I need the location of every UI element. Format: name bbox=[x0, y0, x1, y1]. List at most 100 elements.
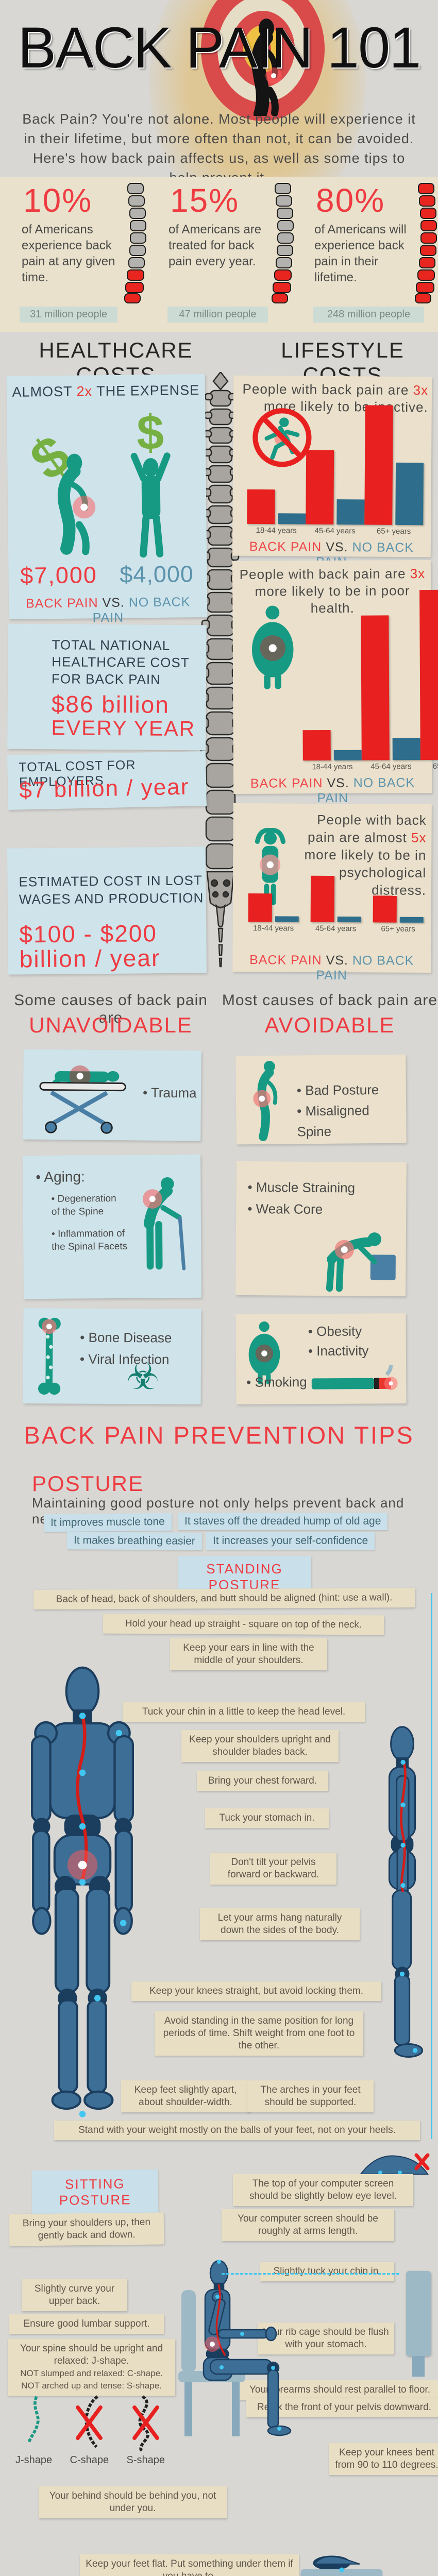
chart-category-label: 65+ years bbox=[432, 761, 438, 771]
unavoidable-heading: UNAVOIDABLE bbox=[29, 1013, 193, 1037]
bone-icon bbox=[38, 1317, 61, 1395]
lifestyle-causes-card: • Obesity • Inactivity • Smoking bbox=[235, 1313, 407, 1404]
posture-heading: POSTURE bbox=[32, 1471, 144, 1496]
cause-misaligned-spine: • Misaligned Spine bbox=[297, 1103, 369, 1140]
no-back-pain-amount: $4,000 bbox=[119, 561, 194, 588]
bar-back-pain bbox=[302, 730, 331, 761]
muscle-strain-card: • Muscle Straining • Weak Core bbox=[235, 1161, 407, 1297]
stats-band bbox=[0, 177, 438, 332]
cause-aging: • Aging: bbox=[36, 1168, 85, 1185]
c-shape-column: C-shape bbox=[70, 2393, 109, 2466]
bar-back-pain bbox=[419, 589, 438, 760]
dollar-figures-illustration: $ $ bbox=[19, 405, 171, 558]
bar-no-back-pain bbox=[333, 750, 362, 760]
hunched-person-icon bbox=[251, 19, 282, 116]
page-title: BACK PAIN 101 bbox=[18, 15, 421, 80]
sitting-tip: Your behind should be behind you, not un… bbox=[39, 2486, 227, 2518]
cause-trauma: • Trauma bbox=[142, 1084, 197, 1101]
spine-icon-gray bbox=[272, 183, 294, 303]
spine-shape-s-text: NOT arched up and tense: S-shape. bbox=[21, 2381, 162, 2391]
stat-count-badge: 47 million people bbox=[167, 307, 268, 323]
standing-tip: Hold your head up straight - square on t… bbox=[103, 1614, 384, 1635]
elderly-person-icon bbox=[142, 1177, 186, 1270]
spine-icon-gray bbox=[124, 183, 146, 303]
poor-health-panel: People with back pain are 3x more likely… bbox=[232, 560, 438, 805]
intro-paragraph: Back Pain? You're not alone. Most people… bbox=[22, 111, 416, 185]
vs-legend: BACK PAIN VS. NO BACK PAIN bbox=[249, 953, 414, 983]
bar-back-pain bbox=[364, 405, 393, 525]
aging-card: • Aging: • Degeneration of the Spine • I… bbox=[23, 1154, 201, 1299]
sitting-mannequin bbox=[178, 2260, 292, 2436]
prevention-title: BACK PAIN PREVENTION TIPS bbox=[24, 1421, 414, 1449]
chart-group: 18-44 years bbox=[248, 875, 299, 933]
cause-weak-core: • Weak Core bbox=[247, 1201, 323, 1217]
standing-tip: The arches in your feet should be suppor… bbox=[247, 2080, 374, 2112]
distress-panel: People with back pain are almost 5x more… bbox=[232, 803, 432, 982]
standing-tip: Tuck your stomach in. bbox=[205, 1808, 329, 1828]
expense-headline: ALMOST 2x THE EXPENSE bbox=[12, 382, 200, 400]
bar-no-back-pain bbox=[399, 917, 424, 923]
sitting-tip: Your rib cage should be flush with your … bbox=[258, 2323, 394, 2354]
sitting-tip: Keep your knees bent from 90 to 110 degr… bbox=[329, 2443, 438, 2475]
standing-tip: Let your arms hang naturally down the si… bbox=[200, 1908, 360, 1940]
bar-no-back-pain bbox=[337, 917, 361, 923]
j-shape-column: J-shape bbox=[15, 2393, 52, 2466]
bar-no-back-pain bbox=[336, 499, 365, 525]
foot-arch-icon bbox=[359, 2153, 430, 2175]
national-cost-period: EVERY YEAR bbox=[51, 716, 196, 741]
sitting-tip: Your computer screen should be roughly a… bbox=[222, 2209, 394, 2241]
standing-tip: Keep your shoulders upright and shoulder… bbox=[181, 1730, 339, 1762]
cause-aging-sub1: • Degeneration of the Spine bbox=[51, 1193, 116, 1217]
chart-category-label: 45-64 years bbox=[315, 924, 357, 934]
standing-tip: Don't tilt your pelvis forward or backwa… bbox=[210, 1853, 336, 1885]
bone-disease-card: • Bone Disease • Viral Infection ☣ bbox=[23, 1308, 201, 1404]
stat-text: of Americans will experience back pain i… bbox=[314, 223, 407, 284]
inactive-panel: People with back pain are 3x more likely… bbox=[232, 375, 432, 569]
monitor-stand bbox=[412, 2356, 425, 2377]
lifting-person-icon bbox=[326, 1232, 396, 1292]
posture-benefit: It increases your self-confidence bbox=[206, 1532, 375, 1550]
obese-person-icon bbox=[251, 605, 294, 689]
standing-front-mannequin bbox=[31, 1666, 134, 2117]
posture-benefit: It makes breathing easier bbox=[66, 1532, 202, 1550]
trauma-card: • Trauma bbox=[23, 1049, 201, 1141]
employer-cost-panel: TOTAL COST FOR EMPLOYERS $7 billion / ye… bbox=[7, 751, 207, 810]
s-shape-column: S-shape bbox=[126, 2393, 165, 2466]
sitting-posture-heading: SITTING POSTURE bbox=[31, 2169, 159, 2215]
sitting-tip: The top of your computer screen should b… bbox=[233, 2174, 413, 2206]
shape-label: C-shape bbox=[70, 2454, 109, 2466]
sitting-tip: Keep your feet flat. Put something under… bbox=[80, 2554, 299, 2576]
stat-percent: 10% bbox=[23, 182, 93, 219]
chart-group: 45-64 years bbox=[310, 875, 362, 934]
bar-back-pain bbox=[361, 615, 390, 760]
standing-tip: Bring your chest forward. bbox=[197, 1771, 328, 1791]
cause-smoking: • Smoking bbox=[246, 1374, 307, 1390]
obese-person-icon bbox=[248, 1321, 280, 1385]
unavoidable-lead: Some causes of back pain are bbox=[14, 992, 208, 1026]
sitting-tip: Ensure good lumbar support. bbox=[9, 2314, 164, 2334]
chart-category-label: 65+ years bbox=[381, 924, 415, 934]
bar-back-pain bbox=[248, 893, 272, 922]
cause-aging-sub2: • Inflammation of the Spinal Facets bbox=[52, 1228, 128, 1252]
chart-category-label: 18-44 years bbox=[312, 762, 353, 772]
spine-icon-red bbox=[415, 183, 437, 303]
stat-text: of Americans experience back pain at any… bbox=[22, 223, 115, 284]
vs-legend: BACK PAIN VS. NO BACK PAIN bbox=[25, 595, 191, 625]
posture-benefit: It improves muscle tone bbox=[43, 1513, 172, 1532]
chart-category-label: 65+ years bbox=[376, 527, 411, 536]
footstool-icon bbox=[300, 2555, 383, 2576]
cause-obesity: • Obesity bbox=[308, 1323, 362, 1340]
bar-no-back-pain bbox=[275, 916, 299, 922]
shape-label: J-shape bbox=[15, 2454, 53, 2466]
vs-legend: BACK PAIN VS. NO BACK PAIN bbox=[250, 775, 415, 806]
stat-count-badge: 248 million people bbox=[313, 307, 424, 323]
stretcher-icon bbox=[39, 1065, 126, 1134]
back-pain-amount: $7,000 bbox=[20, 562, 98, 589]
s-shape-icon bbox=[132, 2395, 159, 2452]
